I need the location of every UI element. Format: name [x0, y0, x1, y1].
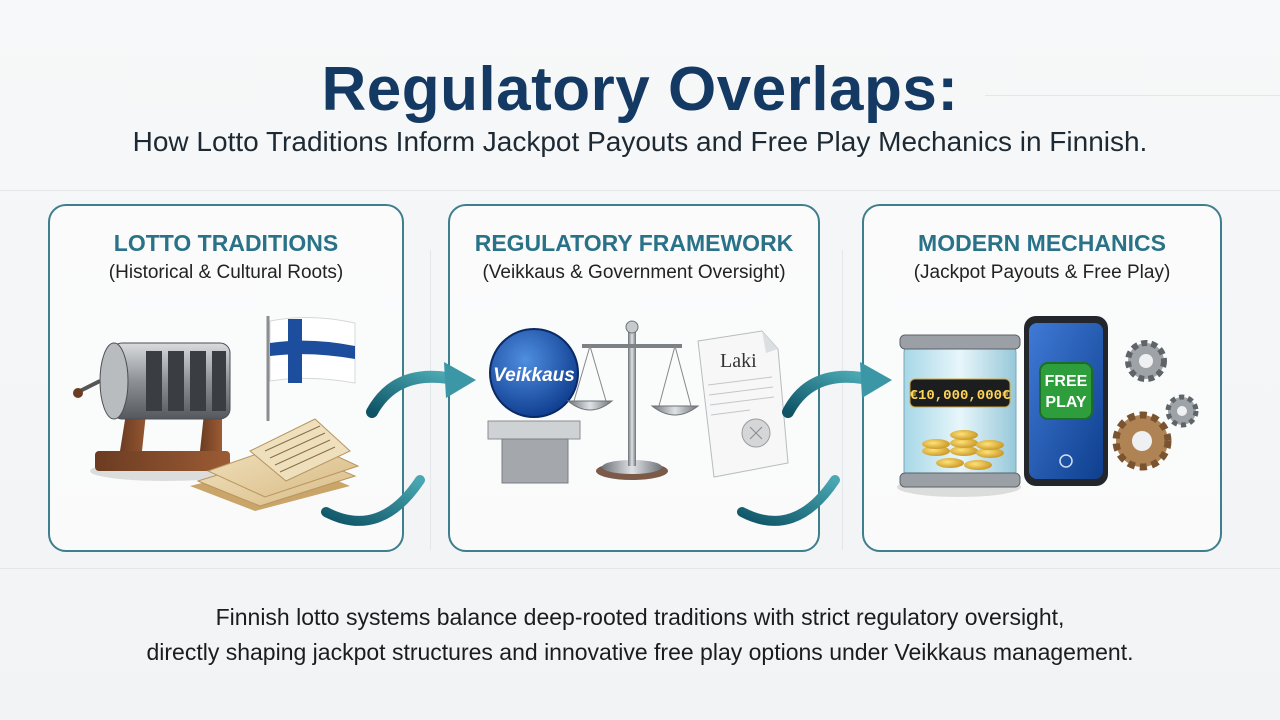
- page-subtitle: How Lotto Traditions Inform Jackpot Payo…: [132, 126, 1148, 157]
- law-document-icon: Laki: [697, 330, 789, 478]
- law-document-title: Laki: [720, 350, 757, 372]
- gears-icon: [1112, 340, 1199, 471]
- jackpot-jar-icon: €10,000,000€: [897, 334, 1021, 497]
- panel-title: MODERN MECHANICS: [918, 230, 1166, 256]
- background-grid-line: [985, 95, 1280, 96]
- panel-subtitle: (Jackpot Payouts & Free Play): [913, 262, 1171, 283]
- panel-title: LOTTO TRADITIONS: [113, 230, 339, 256]
- panel-subtitle: (Veikkaus & Government Oversight): [482, 262, 786, 283]
- panel-title: REGULATORY FRAMEWORK: [474, 230, 794, 256]
- free-play-label: PLAY: [1045, 394, 1087, 411]
- summary-caption-line: directly shaping jackpot structures and …: [146, 639, 1134, 665]
- background-grid-line: [0, 568, 1280, 569]
- background-grid-line: [842, 250, 843, 550]
- background-grid-line: [0, 190, 1280, 191]
- modern-mechanics-illustration: €10,000,000€ FREE PLAY: [897, 316, 1199, 497]
- lottery-tickets-icon: [190, 418, 360, 511]
- lottery-drum-icon: [73, 342, 240, 481]
- panel-regulatory-framework: REGULATORY FRAMEWORK (Veikkaus & Governm…: [448, 204, 820, 552]
- summary-caption-line: Finnish lotto systems balance deep-roote…: [215, 604, 1065, 630]
- summary-caption: Finnish lotto systems balance deep-roote…: [0, 600, 1280, 670]
- free-play-label: FREE: [1045, 373, 1088, 390]
- panel-lotto-traditions: LOTTO TRADITIONS (Historical & Cultural …: [48, 204, 404, 552]
- jackpot-amount-display: €10,000,000€: [910, 388, 1011, 404]
- page-title: Regulatory Overlaps:: [321, 55, 959, 124]
- finnish-flag-icon: [266, 316, 356, 421]
- regulatory-framework-illustration: Veikkaus Laki: [487, 320, 789, 484]
- lotto-traditions-illustration: [73, 316, 360, 511]
- scales-of-justice-icon: [566, 320, 700, 480]
- veikkaus-logo-icon: Veikkaus: [487, 328, 581, 484]
- smartphone-icon: FREE PLAY: [1024, 316, 1108, 486]
- background-grid-line: [430, 250, 431, 550]
- panel-modern-mechanics: MODERN MECHANICS (Jackpot Payouts & Free…: [862, 204, 1222, 552]
- panel-subtitle: (Historical & Cultural Roots): [108, 262, 344, 283]
- veikkaus-logo-text: Veikkaus: [493, 365, 575, 386]
